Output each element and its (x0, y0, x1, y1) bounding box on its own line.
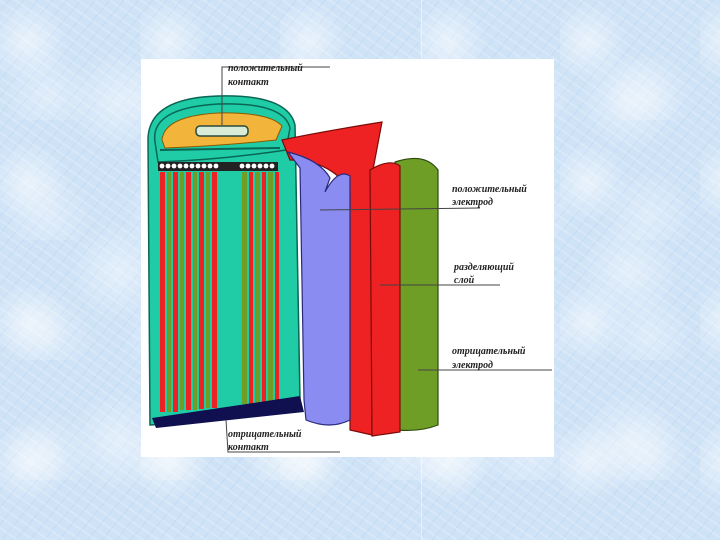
label-negative-contact-1: отрицательный (228, 429, 302, 440)
negative-electrode-sheet (395, 158, 438, 430)
label-separator-1: разделяющий (453, 262, 514, 273)
separator-sheet (370, 163, 400, 436)
label-positive-electrode-2: электрод (451, 197, 493, 208)
label-negative-electrode-2: электрод (451, 360, 493, 371)
label-positive-contact-1: положительный (228, 63, 303, 74)
label-negative-electrode-1: отрицательный (452, 346, 526, 357)
label-negative-contact-2: контакт (228, 442, 269, 453)
contact-disc (196, 126, 248, 136)
label-positive-contact-2: контакт (228, 77, 269, 88)
label-separator-2: слой (454, 275, 475, 286)
label-positive-electrode-1: положительный (452, 184, 527, 195)
